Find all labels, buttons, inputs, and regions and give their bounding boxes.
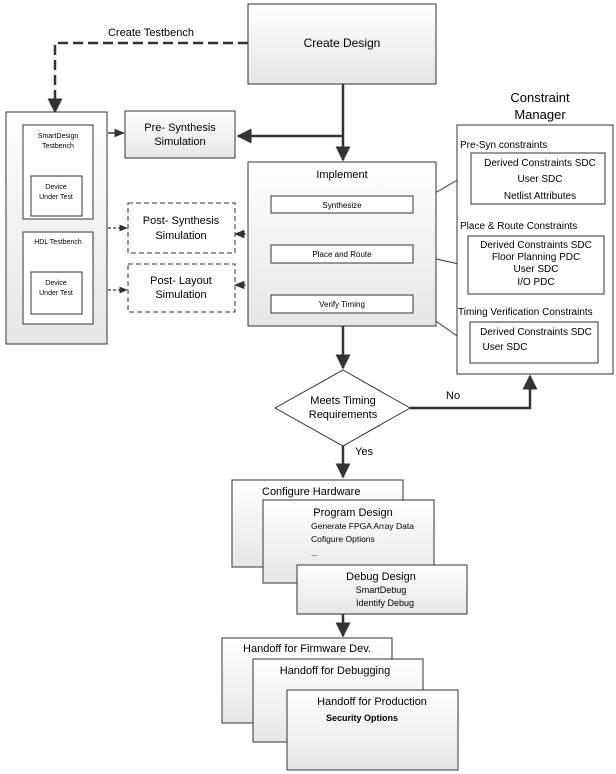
synthesize-step[interactable] xyxy=(270,195,414,214)
debug-design-item-2: Identify Debug xyxy=(356,598,414,608)
decision-no-connector xyxy=(410,374,538,410)
pnr-item-1: Derived Constraints SDC xyxy=(480,240,592,251)
smartdesign-testbench-line1: SmartDesign xyxy=(38,133,79,140)
program-design-title: Program Design xyxy=(313,507,392,519)
verify-timing-step[interactable] xyxy=(270,294,414,314)
constraint-manager-title-line2: Manager xyxy=(514,107,566,122)
pnr-constraints-box[interactable] xyxy=(467,235,605,295)
post-synthesis-simulation-box[interactable]: Post- Synthesis Simulation xyxy=(127,202,236,254)
create-design-label: Create Design xyxy=(304,36,381,50)
handoff-production-item-1: Security Options xyxy=(326,713,398,723)
timing-constraints-box[interactable] xyxy=(469,321,599,364)
post-layout-simulation-box[interactable]: Post- Layout Simulation xyxy=(127,263,236,313)
pnr-item-4: I/O PDC xyxy=(517,277,554,288)
place-and-route-label: Place and Route xyxy=(312,250,372,259)
create-testbench-label: Create Testbench xyxy=(108,27,194,39)
debug-design-box[interactable]: Debug Design SmartDebug Identify Debug xyxy=(296,564,468,615)
pre-synthesis-line1: Pre- Synthesis xyxy=(144,122,216,134)
debug-design-item-1: SmartDebug xyxy=(356,585,407,595)
dut2-line1: Device xyxy=(45,280,67,287)
handoff-production-title: Handoff for Production xyxy=(317,696,427,708)
device-under-test-box-1[interactable] xyxy=(30,175,83,217)
device-under-test-box-2[interactable] xyxy=(30,271,83,315)
create-design-box[interactable]: Create Design xyxy=(247,3,437,85)
implement-title: Implement xyxy=(316,169,367,181)
pre-synthesis-line2: Simulation xyxy=(154,136,205,148)
constraint-manager-panel: Pre-Syn constraints Derived Constraints … xyxy=(456,124,614,375)
post-layout-line1: Post- Layout xyxy=(150,275,212,287)
dut2-line2: Under Test xyxy=(39,290,73,297)
pnr-item-3: User SDC xyxy=(513,264,558,275)
verify-timing-label: Verify Timing xyxy=(319,300,365,309)
decision-line2: Requirements xyxy=(309,409,378,421)
timing-constraints-title: Timing Verification Constraints xyxy=(458,307,593,318)
testbench-panel: SmartDesign Testbench Device Under Test … xyxy=(5,111,108,345)
presyn-item-3: Netlist Attributes xyxy=(504,191,576,202)
dut1-line1: Device xyxy=(45,184,67,191)
implement-box[interactable]: Implement Synthesize Place and Route Ver… xyxy=(247,161,437,327)
presyn-item-1: Derived Constraints SDC xyxy=(484,158,596,169)
presyn-item-2: User SDC xyxy=(517,174,562,185)
handoff-debugging-label: Handoff for Debugging xyxy=(280,665,391,677)
dut1-line2: Under Test xyxy=(39,194,73,201)
constraint-manager-title-line1: Constraint xyxy=(510,90,570,105)
pre-synthesis-simulation-box[interactable]: Pre- Synthesis Simulation xyxy=(124,110,236,159)
meets-timing-decision[interactable]: Meets Timing Requirements xyxy=(273,369,412,447)
timing-item-2: User SDC xyxy=(482,342,527,353)
presyn-constraints-title: Pre-Syn constraints xyxy=(460,140,547,151)
post-synthesis-line2: Simulation xyxy=(155,230,206,242)
timing-item-1: Derived Constraints SDC xyxy=(480,327,592,338)
pnr-constraints-title: Place & Route Constraints xyxy=(460,221,577,232)
post-synthesis-line1: Post- Synthesis xyxy=(143,215,220,227)
place-and-route-step[interactable] xyxy=(270,244,414,264)
decision-no-label: No xyxy=(446,390,460,402)
decision-line1: Meets Timing xyxy=(310,395,375,407)
synthesize-label: Synthesize xyxy=(322,201,362,210)
create-testbench-connector xyxy=(47,41,248,114)
handoff-firmware-label: Handoff for Firmware Dev. xyxy=(243,643,371,655)
decision-yes-label: Yes xyxy=(355,446,373,458)
program-design-item-1: Generate FPGA Array Data xyxy=(311,521,414,531)
presyn-constraints-box[interactable] xyxy=(470,152,606,205)
program-design-item-2: Cofigure Options xyxy=(311,534,375,544)
handoff-production-box[interactable]: Handoff for Production Security Options xyxy=(286,689,459,771)
program-design-item-3: ... xyxy=(311,548,318,558)
debug-design-title: Debug Design xyxy=(346,571,416,583)
post-layout-line2: Simulation xyxy=(155,289,206,301)
smartdesign-testbench-line2: Testbench xyxy=(42,143,74,150)
pnr-item-2: Floor Planning PDC xyxy=(492,252,580,263)
configure-hardware-label: Configure Hardware xyxy=(262,486,360,498)
hdl-testbench-label: HDL Testbench xyxy=(34,239,82,246)
